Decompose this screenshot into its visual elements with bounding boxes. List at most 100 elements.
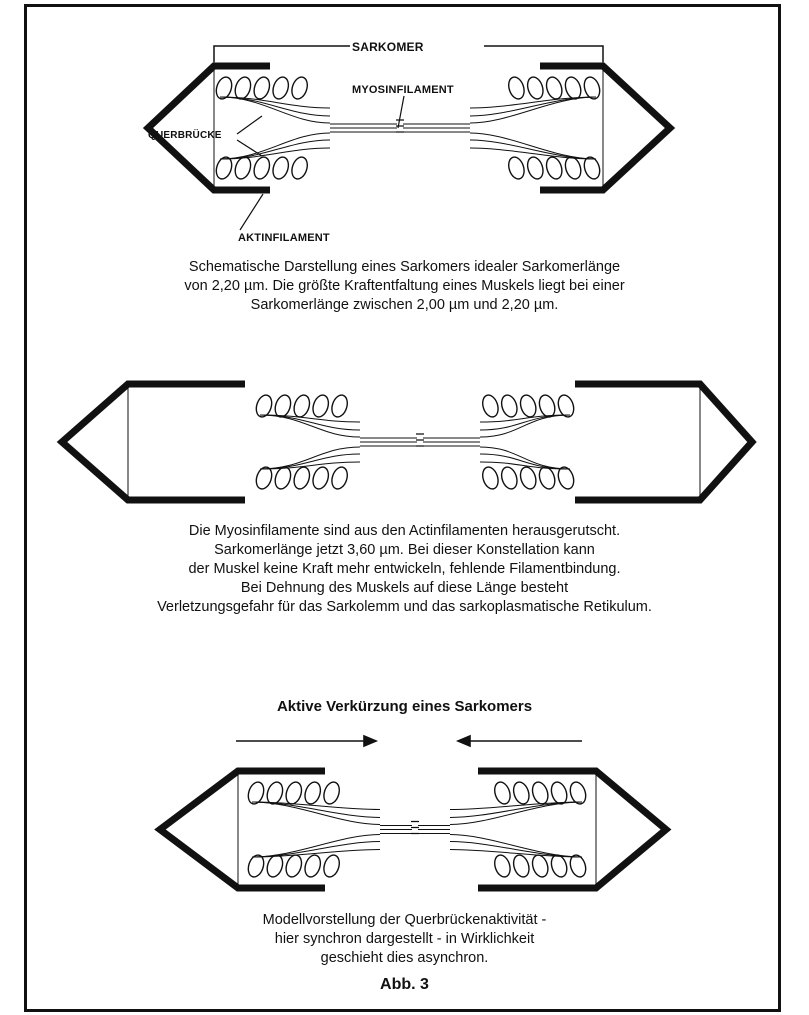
actin-filament-left xyxy=(219,139,331,160)
panel3-caption: Modellvorstellung der Querbrückenaktivit… xyxy=(262,912,547,966)
cross-bridge-head-left xyxy=(291,76,308,100)
actin-filament-left xyxy=(219,132,331,160)
cross-bridge-head-left xyxy=(255,394,273,418)
cross-bridge-head-left xyxy=(215,156,233,180)
panel3-sarcomere-diagram xyxy=(154,767,672,892)
z-disc-right xyxy=(540,62,676,194)
cross-bridge-head-left xyxy=(215,76,233,100)
cross-bridge-head-left xyxy=(323,854,340,878)
cross-bridge-head-left xyxy=(304,854,322,878)
actin-filament-left xyxy=(219,96,331,124)
figure-frame xyxy=(24,4,781,1012)
cross-bridge-head-left xyxy=(312,466,330,490)
label-sarkomer: SARKOMER xyxy=(352,40,424,54)
actin-filament-right xyxy=(449,801,583,825)
cross-bridge-head-right xyxy=(531,781,549,805)
cross-bridge-head-left xyxy=(331,466,348,490)
z-disc-left xyxy=(142,62,270,194)
actin-filament-right xyxy=(449,841,583,858)
cross-bridge-head-right xyxy=(545,156,563,180)
cross-bridge-head-right xyxy=(526,156,544,180)
cross-bridge-head-left xyxy=(312,394,330,418)
label-aktinfilament: AKTINFILAMENT xyxy=(238,232,330,244)
cross-bridge-head-right xyxy=(583,156,601,180)
actin-filament-left xyxy=(259,453,361,470)
cross-bridge-head-right xyxy=(569,781,587,805)
label-myosinfilament: MYOSINFILAMENT xyxy=(352,84,454,96)
cross-bridge-head-right xyxy=(512,854,530,878)
actin-filament-right xyxy=(479,461,571,470)
cross-bridge-head-left xyxy=(234,76,252,100)
cross-bridge-head-right xyxy=(494,854,511,878)
cross-bridge-head-right xyxy=(508,76,525,100)
cross-bridge-head-right xyxy=(508,156,525,180)
actin-filament-left xyxy=(259,414,361,438)
cross-bridge-head-right xyxy=(531,854,549,878)
cross-bridge-head-left xyxy=(272,156,290,180)
actin-filament-left xyxy=(251,849,381,858)
cross-bridge-head-right xyxy=(557,466,575,490)
cross-bridge-head-right xyxy=(557,394,575,418)
m-line-gap xyxy=(412,819,418,840)
panel3-heading: Aktive Verkürzung eines Sarkomers xyxy=(276,698,533,715)
shortening-arrows xyxy=(236,734,582,748)
cross-bridge-head-left xyxy=(291,156,308,180)
m-line-gap xyxy=(397,118,403,138)
cross-bridge-head-left xyxy=(253,76,271,100)
actin-filament-left xyxy=(259,414,361,431)
actin-filament-right xyxy=(479,414,571,438)
actin-filament-left xyxy=(259,461,361,470)
actin-filament-right xyxy=(469,147,597,160)
cross-bridge-head-right xyxy=(538,466,556,490)
cross-bridge-head-left xyxy=(331,394,348,418)
cross-bridge-head-right xyxy=(583,76,601,100)
actin-filament-right xyxy=(469,96,597,124)
actin-filament-left xyxy=(251,801,381,825)
panel1-caption: Schematische Darstellung eines Sarkomers… xyxy=(184,259,625,313)
actin-filament-left xyxy=(219,147,331,160)
z-disc-right xyxy=(575,380,757,504)
panel1-sarcomere-diagram xyxy=(142,62,676,194)
cross-bridge-head-left xyxy=(285,781,303,805)
z-disc-left xyxy=(154,767,325,892)
panel2-sarcomere-diagram xyxy=(56,380,757,504)
cross-bridge-head-right xyxy=(526,76,544,100)
cross-bridge-head-left xyxy=(323,781,340,805)
cross-bridge-head-right xyxy=(545,76,563,100)
z-disc-right xyxy=(478,767,672,892)
cross-bridge-head-left xyxy=(293,466,311,490)
cross-bridge-head-right xyxy=(500,394,518,418)
cross-bridge-head-right xyxy=(482,394,499,418)
cross-bridge-head-right xyxy=(512,781,530,805)
cross-bridge-head-left xyxy=(234,156,252,180)
m-line xyxy=(416,433,424,447)
actin-filament-right xyxy=(469,139,597,160)
cross-bridge-head-left xyxy=(304,781,322,805)
cross-bridge-head-left xyxy=(255,466,273,490)
cross-bridge-head-left xyxy=(253,156,271,180)
actin-filament-right xyxy=(469,96,597,117)
cross-bridge-head-left xyxy=(272,76,290,100)
cross-bridge-head-left xyxy=(247,781,265,805)
cross-bridge-head-right xyxy=(569,854,587,878)
figure-label: Abb. 3 xyxy=(380,976,429,993)
actin-filament-left xyxy=(219,96,331,117)
cross-bridge-head-left xyxy=(247,854,265,878)
actin-filament-right xyxy=(469,132,597,160)
label-querbruecke: QUERBRÜCKE xyxy=(148,130,222,141)
cross-bridge-head-right xyxy=(494,781,511,805)
m-line-gap xyxy=(417,432,423,452)
actin-filament-right xyxy=(449,849,583,858)
cross-bridge-head-right xyxy=(482,466,499,490)
m-line xyxy=(411,820,419,835)
cross-bridge-head-right xyxy=(519,466,537,490)
cross-bridge-head-right xyxy=(500,466,518,490)
cross-bridge-head-left xyxy=(293,394,311,418)
cross-bridge-head-right xyxy=(519,394,537,418)
cross-bridge-head-left xyxy=(285,854,303,878)
panel2-caption: Die Myosinfilamente sind aus den Actinfi… xyxy=(157,523,652,615)
label-leaders xyxy=(236,95,405,231)
z-disc-left xyxy=(56,380,245,504)
sarkomer-bracket xyxy=(213,45,604,190)
